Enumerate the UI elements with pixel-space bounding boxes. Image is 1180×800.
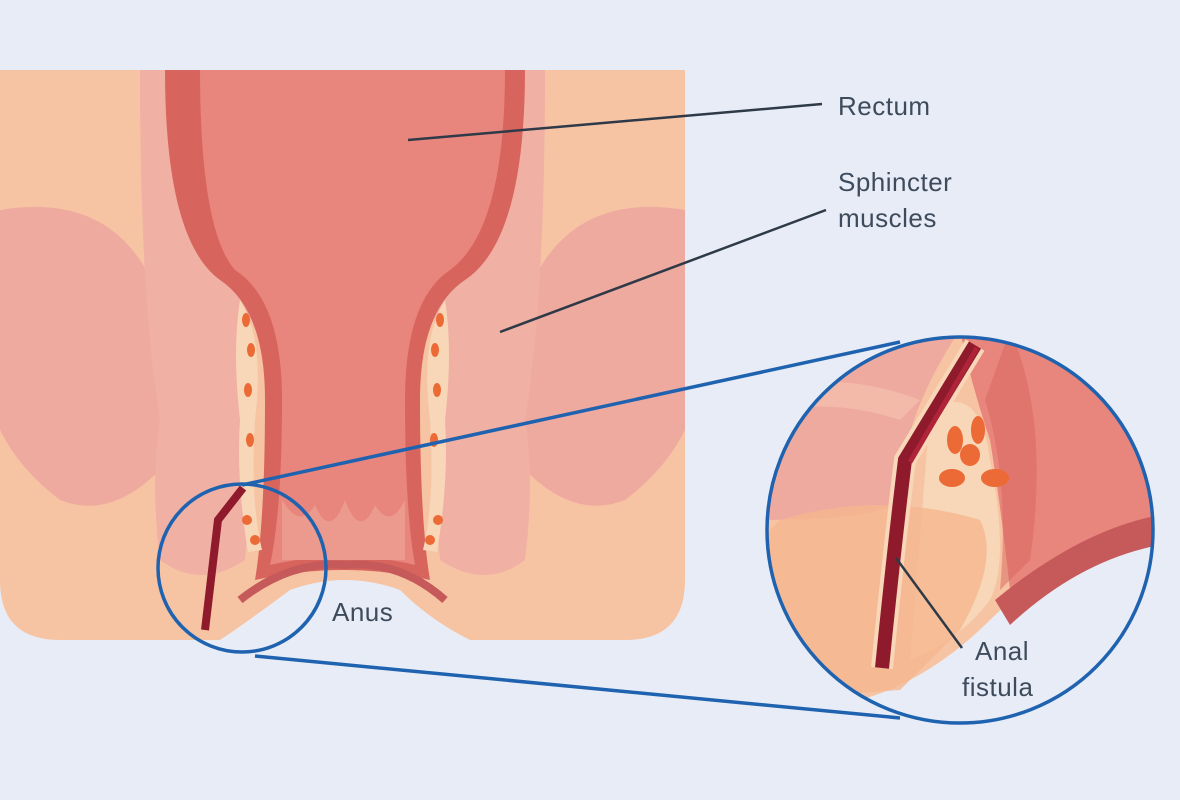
anus-label: Anus: [332, 597, 394, 627]
magnifier-small-circle: [156, 482, 328, 654]
fistula-tract-small: [201, 485, 247, 631]
right-muscle: [517, 206, 685, 506]
anal-canal-folds: [282, 500, 405, 560]
pelvis-cross-section: [0, 70, 685, 640]
sphincter-leader-line: [499, 208, 827, 334]
right-sphincter: [433, 70, 545, 575]
sphincter-label-line1: Sphincter: [838, 167, 953, 197]
rectum-label: Rectum: [838, 91, 931, 121]
magnified-view: [767, 337, 1153, 723]
fistula-label-line2: fistula: [962, 672, 1034, 702]
left-sphincter: [140, 70, 252, 575]
magnifier-line-bottom: [254, 654, 901, 720]
magnified-glands: [939, 416, 1009, 487]
fistula-label-line1: Anal: [975, 636, 1030, 666]
right-glands: [423, 300, 449, 552]
anal-margin: [237, 560, 448, 604]
fistula-leader-line: [894, 557, 964, 649]
sphincter-label-line2: muscles: [838, 203, 937, 233]
rectum-leader-line: [407, 102, 823, 142]
rectum: [200, 70, 505, 565]
left-muscle: [0, 206, 168, 506]
magnifier-line-top: [241, 340, 901, 487]
magnifier-large-circle: [765, 335, 1155, 725]
